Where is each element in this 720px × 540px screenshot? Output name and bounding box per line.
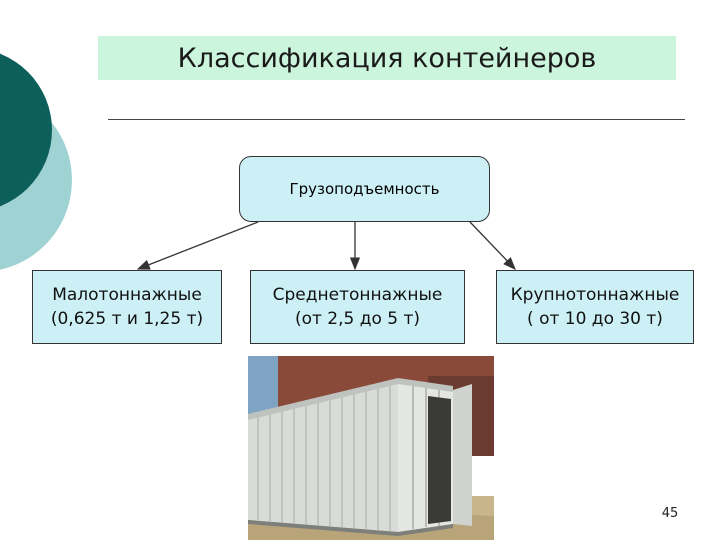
page-number: 45 bbox=[661, 506, 679, 521]
node-small-title: Малотоннажные bbox=[52, 285, 202, 305]
slide-title: Классификация контейнеров bbox=[98, 36, 676, 80]
title-divider bbox=[108, 119, 685, 120]
node-small-range: (0,625 т и 1,25 т) bbox=[50, 309, 204, 329]
root-node-load-capacity: Грузоподъемность bbox=[239, 156, 490, 222]
node-large-tonnage: Крупнотоннажные ( от 10 до 30 т) bbox=[496, 270, 694, 344]
node-small-tonnage: Малотоннажные (0,625 т и 1,25 т) bbox=[32, 270, 222, 344]
node-large-title: Крупнотоннажные bbox=[510, 285, 680, 305]
container-photo bbox=[248, 356, 494, 540]
arrow-to-small bbox=[136, 221, 259, 270]
arrow-to-large bbox=[469, 221, 516, 270]
node-medium-title: Среднетоннажные bbox=[272, 285, 443, 305]
node-large-range: ( от 10 до 30 т) bbox=[527, 309, 663, 329]
node-medium-range: (от 2,5 до 5 т) bbox=[294, 309, 421, 329]
node-medium-tonnage: Среднетоннажные (от 2,5 до 5 т) bbox=[250, 270, 465, 344]
decorative-circles bbox=[0, 53, 72, 270]
dark-teal-circle bbox=[0, 53, 52, 207]
